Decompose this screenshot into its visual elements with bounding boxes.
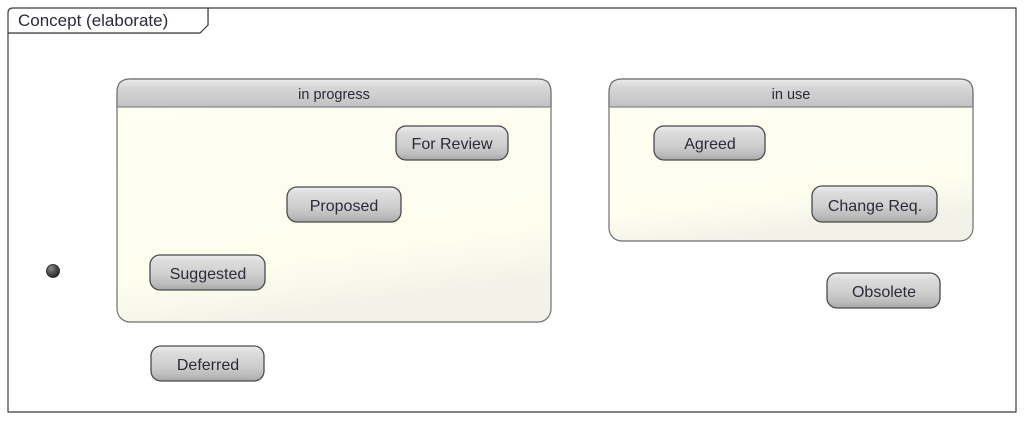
region-in-progress-label: in progress	[298, 87, 370, 103]
state-agreed[interactable]: Agreed	[653, 125, 766, 161]
state-change-req[interactable]: Change Req.	[811, 185, 938, 223]
state-suggested[interactable]: Suggested	[149, 254, 266, 291]
state-deferred[interactable]: Deferred	[150, 345, 265, 382]
region-in-use-label: in use	[772, 87, 811, 103]
state-change-req-label: Change Req.	[828, 198, 922, 215]
frame-title-tab	[7, 7, 209, 34]
state-obsolete[interactable]: Obsolete	[826, 272, 941, 309]
frame-title: Concept (elaborate)	[18, 11, 168, 30]
state-obsolete-label: Obsolete	[852, 284, 916, 301]
state-suggested-label: Suggested	[170, 266, 247, 283]
state-proposed[interactable]: Proposed	[286, 186, 402, 223]
state-for-review[interactable]: For Review	[395, 125, 509, 161]
state-for-review-label: For Review	[412, 136, 493, 153]
initial-pseudostate[interactable]	[46, 264, 60, 278]
state-agreed-label: Agreed	[684, 136, 736, 153]
state-proposed-label: Proposed	[310, 198, 379, 215]
state-deferred-label: Deferred	[177, 357, 239, 374]
